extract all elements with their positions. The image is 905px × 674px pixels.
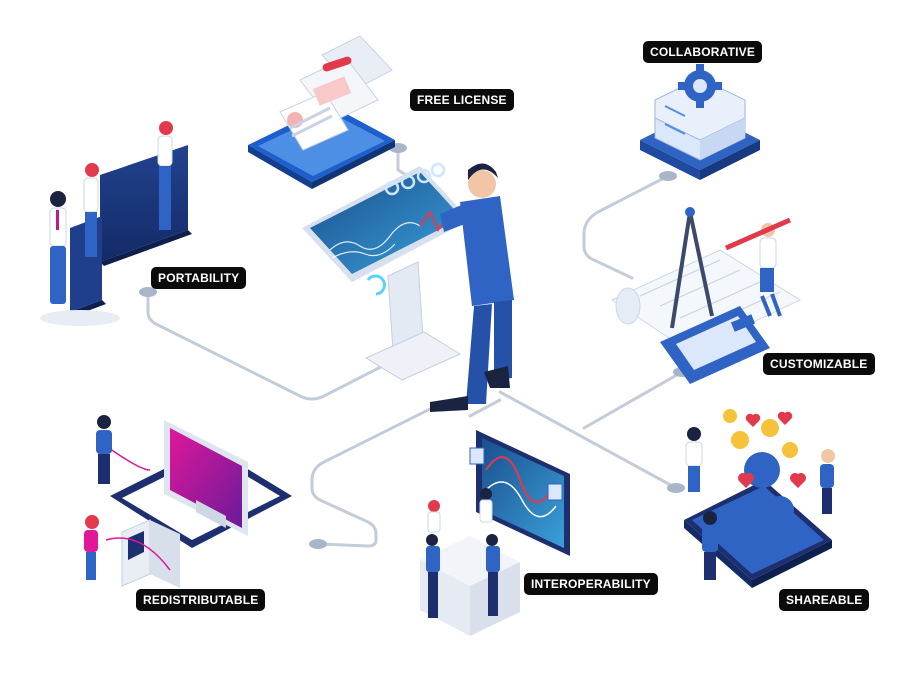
label-collaborative: COLLABORATIVE xyxy=(643,41,763,63)
node-shareable xyxy=(667,483,685,493)
label-free-license: FREE LICENSE xyxy=(410,89,514,111)
label-interoperability: INTEROPERABILITY xyxy=(524,573,658,595)
free-license-illustration xyxy=(248,35,395,189)
drafting-compass-icon xyxy=(610,207,802,384)
label-customizable: CUSTOMIZABLE xyxy=(763,353,875,375)
connector-lines xyxy=(146,148,684,548)
label-redistributable: REDISTRIBUTABLE xyxy=(136,589,266,611)
like-heart-icon xyxy=(684,409,835,588)
label-shareable: SHAREABLE xyxy=(779,589,870,611)
label-portability: PORTABILITY xyxy=(151,267,247,289)
collaboration-gear-icon xyxy=(640,64,760,180)
redistributable-illustration xyxy=(84,415,292,588)
chart-icon xyxy=(420,430,570,636)
node-redistributable xyxy=(309,539,327,549)
node-collaborative xyxy=(659,171,677,181)
node-portability xyxy=(139,287,157,297)
central-kiosk-illustration xyxy=(302,162,514,412)
portability-illustration xyxy=(40,121,192,326)
